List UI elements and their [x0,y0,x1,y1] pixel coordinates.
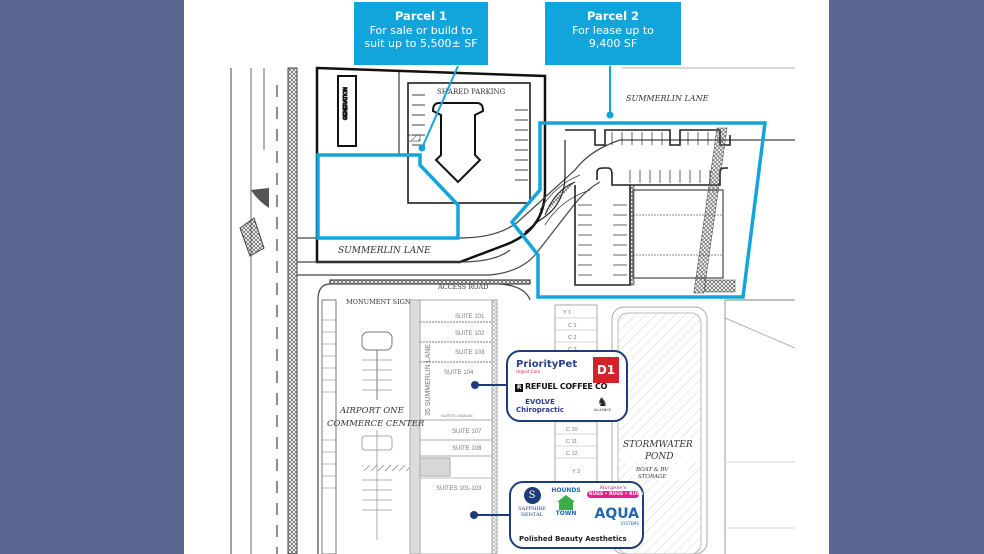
tenant-alliance: ♞ ALLIANCE [594,396,611,412]
pond-label: POND [644,452,674,462]
parcel-1-leader-dot [418,144,426,152]
parcel-2-leader-dot [606,111,614,119]
suite-108-label: SUITE 108 [452,446,482,452]
airport-one-label: AIRPORT ONE [339,406,405,416]
evolve-sub: Chiropractic [516,406,565,414]
unit-c11: C 11 [566,439,577,445]
parcel-1-line-2: suit up to 5,500± SF [364,37,478,50]
sapphire-icon: S [523,487,541,504]
sapphire-sub: DENTAL [520,512,544,518]
aqua-name: AQUA [594,506,639,522]
tenant-margenes-rugs: Margene's RUGS • RUGS • RUGS [587,485,644,498]
parcel-2-title: Parcel 2 [586,9,640,23]
main-road [230,67,298,554]
stormwater-label: STORMWATER [623,440,693,450]
parcel-1-area: GENERATION [315,66,547,264]
parcel-2-area [524,127,736,294]
tenant-evolve: EVOLVE Chiropractic [516,398,564,414]
aqua-sub: SYSTEMS [620,521,639,526]
parcel-1-outline [316,153,460,240]
parcel-2-callout[interactable]: Parcel 2 For lease up to 9,400 SF [545,2,681,65]
storage-label: STORAGE [638,474,666,480]
parcel-2-outline [509,121,767,299]
tenant-group-1-leader-dot [471,381,479,389]
alliance-icon: ♞ [597,395,608,409]
shared-parking-label: SHARED PARKING [437,88,506,96]
summerlin-lane-label-top: SUMMERLIN LANE [626,94,709,103]
hounds-house-icon [557,495,575,502]
parcel-1-callout[interactable]: Parcel 1 For sale or build to suit up to… [354,2,488,65]
parcel-1-title: Parcel 1 [394,9,448,23]
tenant-group-2[interactable]: S SAPPHIRE DENTAL HOUNDS TOWN Margene's … [509,481,644,549]
evolve-name: EVOLVE [525,398,555,406]
hounds-house-body [559,502,573,510]
suite-101-label: SUITE 101 [455,314,485,320]
rugs-sub: RUGS • RUGS • RUGS [587,491,644,498]
suite-107-label: SUITE 107 [452,429,482,435]
parcel-1-leader [421,65,459,149]
hounds-name: HOUNDS [551,487,581,494]
access-road-label: ACCESS ROAD [437,283,488,291]
unit-c12: C 12 [566,451,578,457]
summerlin-lane-label-mid: SUMMERLIN LANE [338,246,431,256]
parcel-2-line-2: 9,400 SF [588,37,638,50]
monument-sign-label: MONUMENT SIGN [346,298,411,306]
tenant-aqua-systems: AQUA SYSTEMS [587,507,639,526]
summerlin-lane-road [297,67,796,554]
unit-y1: Y 1 [563,310,571,316]
parcel-1-line-1: For sale or build to [369,24,473,37]
hounds-sub: TOWN [555,510,577,517]
suites-101-103-label: SUITES 101-103 [436,486,482,492]
tenant-polished-beauty: Polished Beauty Aesthetics [519,535,627,543]
margenes-name: Margene's [599,485,627,491]
unit-c2: C 2 [568,335,577,341]
tenant-group-2-leader-dot [470,511,478,519]
tenant-priority-pet: PriorityPet Urgent Care [516,359,577,374]
tenant-d1-logo: D1 [593,357,619,383]
tenant-hounds-town: HOUNDS TOWN [551,487,581,517]
suites-105-106-label: SUITES 105&106 [441,413,473,418]
unit-c10: C 10 [566,427,578,433]
unit-y2: Y 2 [572,469,580,475]
suite-104-label: SUITE 104 [444,370,474,376]
suite-102-label: SUITE 102 [455,331,485,337]
priority-pet-name: PriorityPet [516,359,578,370]
street-vertical-label: 35 SUMMERLIN LANE [425,344,432,416]
boat-rv-label: BOAT & RV [635,467,669,473]
sapphire-name: SAPPHIRE [518,506,546,512]
generation-sign-label: GENERATION [343,87,349,120]
alliance-name: ALLIANCE [594,408,611,412]
commerce-center-label: COMMERCE CENTER [327,419,425,429]
tenant-sapphire-dental: S SAPPHIRE DENTAL [515,487,549,518]
parcel-2-line-1: For lease up to [572,24,654,37]
suite-103-label: SUITE 103 [455,350,485,356]
priority-pet-sub: Urgent Care [516,369,541,374]
unit-c1: C 1 [568,323,577,329]
polished-beauty-name: Polished Beauty Aesthetics [519,535,627,543]
refuel-icon: R [515,384,523,392]
d1-name: D1 [596,363,616,377]
refuel-name: REFUEL COFFEE CO [525,382,608,391]
